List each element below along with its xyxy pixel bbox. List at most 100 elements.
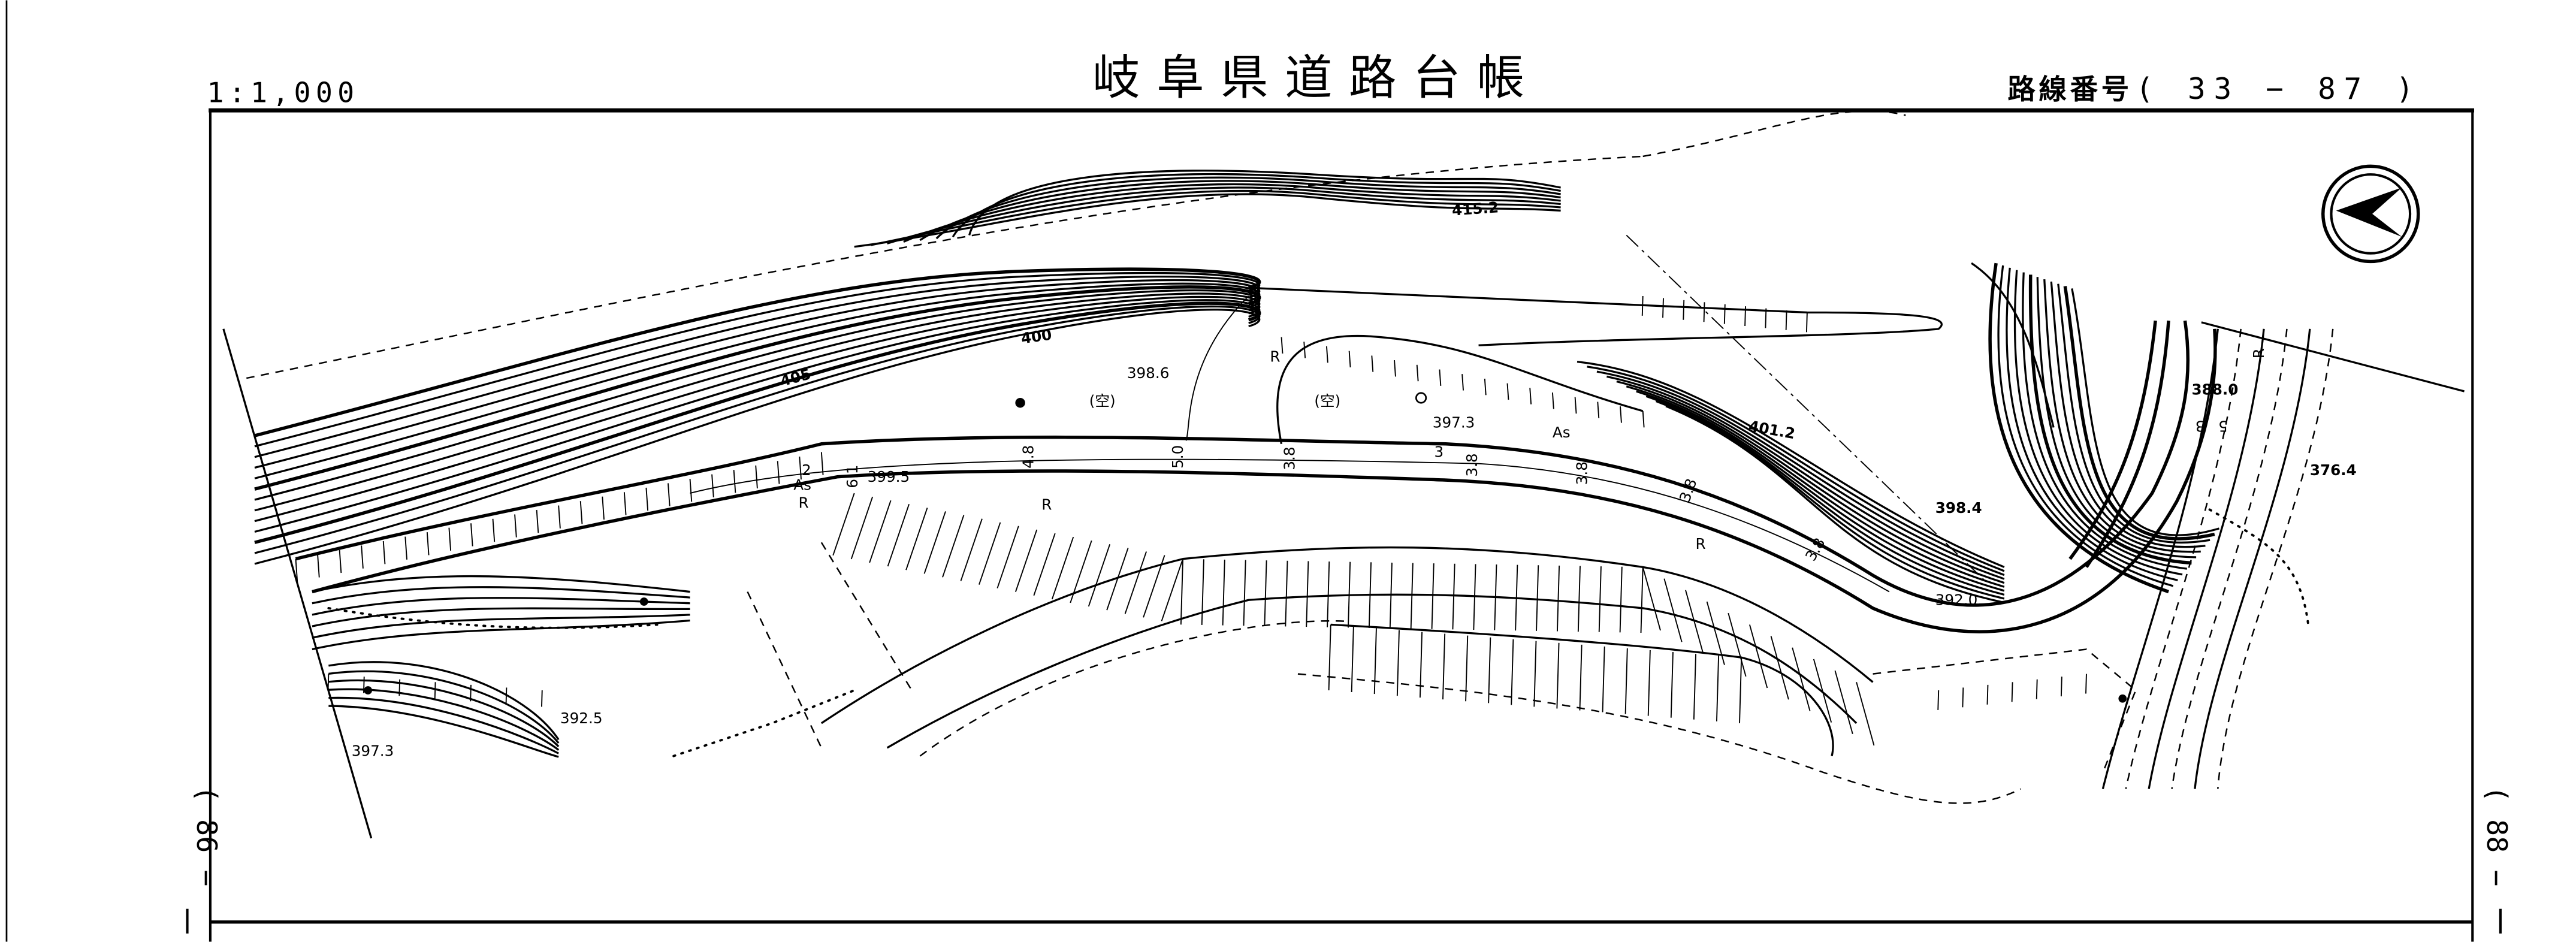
slope-tick bbox=[1642, 410, 1645, 428]
boundary-line bbox=[672, 689, 856, 757]
boundary-line bbox=[1642, 110, 1906, 158]
slope-tick bbox=[1442, 633, 1446, 700]
slope-tick bbox=[295, 558, 298, 582]
contour-line bbox=[254, 271, 1261, 448]
slope-tick bbox=[434, 682, 436, 699]
driveway-line bbox=[1185, 295, 1249, 441]
tree-line bbox=[2208, 508, 2310, 626]
slope-tick bbox=[850, 496, 874, 560]
contour-line bbox=[2071, 288, 2219, 536]
marker-label: R bbox=[1041, 496, 1052, 513]
width-label: 2 bbox=[802, 461, 811, 479]
contour-line bbox=[312, 607, 690, 627]
contour-line bbox=[1606, 375, 2005, 580]
contour-line bbox=[312, 614, 690, 639]
slope-tick bbox=[1161, 558, 1183, 621]
page-title: 岐阜県道路台帳 bbox=[1092, 50, 1541, 105]
slope-tick bbox=[1452, 563, 1455, 630]
contour-line bbox=[254, 305, 1261, 554]
contour-line bbox=[254, 289, 1261, 501]
slope-tick bbox=[1494, 564, 1497, 630]
road-edge bbox=[1971, 262, 2055, 428]
contour-line bbox=[1596, 370, 2005, 576]
lot-line bbox=[820, 542, 913, 691]
slope-tick bbox=[1642, 567, 1661, 631]
slope-tick bbox=[1328, 624, 1331, 690]
slope-tick bbox=[1511, 639, 1514, 705]
contour-line bbox=[328, 670, 560, 744]
slope-tick bbox=[1579, 644, 1583, 711]
slope-tick bbox=[536, 509, 539, 533]
contour-line bbox=[312, 586, 690, 605]
contour-line bbox=[2063, 286, 2215, 541]
slope-tick bbox=[777, 461, 780, 484]
slope-tick bbox=[1124, 551, 1147, 614]
contour-line bbox=[1988, 262, 2169, 594]
slope-tick bbox=[942, 515, 965, 578]
contour-line bbox=[312, 619, 690, 651]
contour-line bbox=[1997, 265, 2174, 587]
marker-label: R bbox=[1270, 348, 1280, 366]
width-label: 6.1 bbox=[844, 465, 861, 488]
slope-tick bbox=[1410, 563, 1414, 629]
contour-line bbox=[968, 170, 1561, 236]
marker-label: R bbox=[1695, 535, 1705, 552]
slope-tick bbox=[1728, 612, 1747, 677]
width-label: 5 bbox=[2218, 417, 2228, 434]
slope-tick bbox=[1033, 533, 1056, 596]
contour-line bbox=[1577, 361, 2005, 568]
slope-tick bbox=[1351, 626, 1354, 693]
road-centerline bbox=[690, 458, 1890, 593]
width-label: 5.0 bbox=[1169, 445, 1186, 469]
width-label: 3.8 bbox=[1573, 461, 1590, 485]
route-number: ( 33 − 87 ) bbox=[2136, 71, 2422, 106]
slope-tick bbox=[1465, 635, 1469, 702]
slope-tick bbox=[623, 492, 627, 515]
contour-line bbox=[2050, 281, 2206, 548]
vacant-lot-label: (空) bbox=[1089, 393, 1116, 410]
slope-tick bbox=[689, 478, 693, 502]
slope-tick bbox=[1348, 561, 1351, 628]
slope-tick bbox=[1506, 383, 1509, 400]
slope-tick bbox=[1693, 654, 1697, 720]
slope-tick bbox=[1431, 563, 1435, 629]
point-marker bbox=[364, 686, 372, 695]
contour-line bbox=[903, 183, 1561, 243]
slope-tick bbox=[1014, 529, 1038, 593]
slope-tick bbox=[398, 679, 401, 696]
contour-line bbox=[952, 173, 1561, 238]
slope-tick bbox=[1574, 397, 1577, 414]
map-annotations: 415.2 405 400 398.6 397.3 399.5 401.2 39… bbox=[352, 198, 2357, 759]
asphalt-label: As bbox=[1553, 424, 1571, 441]
slope-tick bbox=[1368, 562, 1372, 628]
slope-tick bbox=[1106, 548, 1129, 611]
contour-line bbox=[328, 661, 560, 741]
slope-tick bbox=[1373, 628, 1377, 695]
elevation-label: 397.3 bbox=[352, 742, 394, 760]
slope-tick bbox=[470, 684, 472, 702]
lot-line bbox=[1873, 648, 2137, 773]
contour-line bbox=[919, 180, 1561, 241]
contour-line bbox=[1616, 380, 2005, 584]
elevation-label: 388.0 bbox=[2191, 381, 2238, 398]
contour-line bbox=[935, 176, 1561, 240]
slope-tick bbox=[869, 500, 892, 563]
slope-tick bbox=[923, 511, 946, 574]
contour-line bbox=[254, 275, 1261, 458]
slope-tick bbox=[514, 514, 517, 538]
contour-line bbox=[312, 597, 690, 616]
contour-line bbox=[2006, 267, 2178, 581]
slope-tick bbox=[1325, 346, 1328, 363]
asphalt-label: As bbox=[793, 476, 811, 494]
contour-line bbox=[2171, 328, 2288, 789]
slope-tick bbox=[1439, 369, 1442, 386]
slope-tick bbox=[1394, 360, 1396, 377]
width-label: 3 bbox=[2196, 417, 2205, 434]
left-sheet-ref: ( 86 − bbox=[191, 786, 223, 886]
slope-tick bbox=[1285, 560, 1288, 627]
slope-tick bbox=[470, 523, 473, 547]
slope-tick bbox=[558, 505, 561, 529]
marker-label: R bbox=[2250, 348, 2267, 358]
contour-line bbox=[870, 189, 1561, 246]
